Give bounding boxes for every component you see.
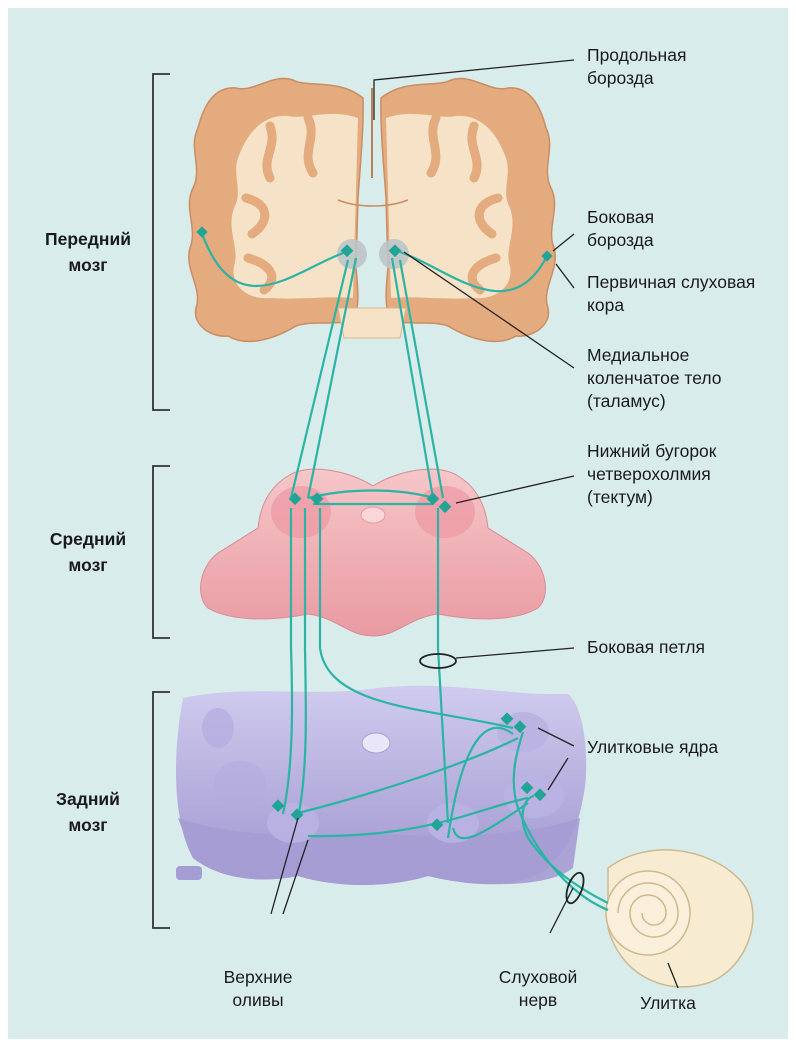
superior-olives-label: Верхние оливы (208, 966, 308, 1012)
hindbrain-stub (176, 866, 202, 880)
cerebral-aqueduct (361, 507, 385, 523)
left-inferior-colliculus (271, 486, 331, 538)
forebrain-bracket (153, 74, 170, 410)
brain-stem-stub (338, 308, 406, 338)
cochlear-nuclei-label: Улитковые ядра (587, 736, 718, 759)
region-brackets (153, 74, 170, 928)
fourth-ventricle (362, 733, 390, 753)
inferior-colliculus-label: Нижний бугорок четверохолмия (тектум) (587, 440, 716, 509)
cochlea-graphic (606, 850, 753, 987)
primary-auditory-cortex-label: Первичная слуховая кора (587, 271, 755, 317)
medial-geniculate-label: Медиальное коленчатое тело (таламус) (587, 344, 722, 413)
hindbrain-bracket (153, 692, 170, 928)
right-white-matter (386, 114, 513, 299)
hindbrain-label: Задний мозг (28, 786, 148, 838)
lateral-lemniscus-label: Боковая петля (587, 636, 705, 659)
midbrain-bracket (153, 466, 170, 638)
forebrain-label: Передний мозг (28, 226, 148, 278)
lateral-sulcus-label: Боковая борозда (587, 206, 654, 252)
forebrain-section (189, 78, 555, 341)
auditory-nerve-label: Слуховой нерв (488, 966, 588, 1012)
longitudinal-fissure-label: Продольная борозда (587, 44, 686, 90)
left-white-matter (231, 114, 358, 299)
midbrain-label: Средний мозг (28, 526, 148, 578)
auditory-pathway-figure: Передний мозг Средний мозг Задний мозг П… (8, 8, 788, 1039)
diagram-graphics (8, 8, 788, 1039)
cochlea-label: Улитка (623, 992, 713, 1015)
